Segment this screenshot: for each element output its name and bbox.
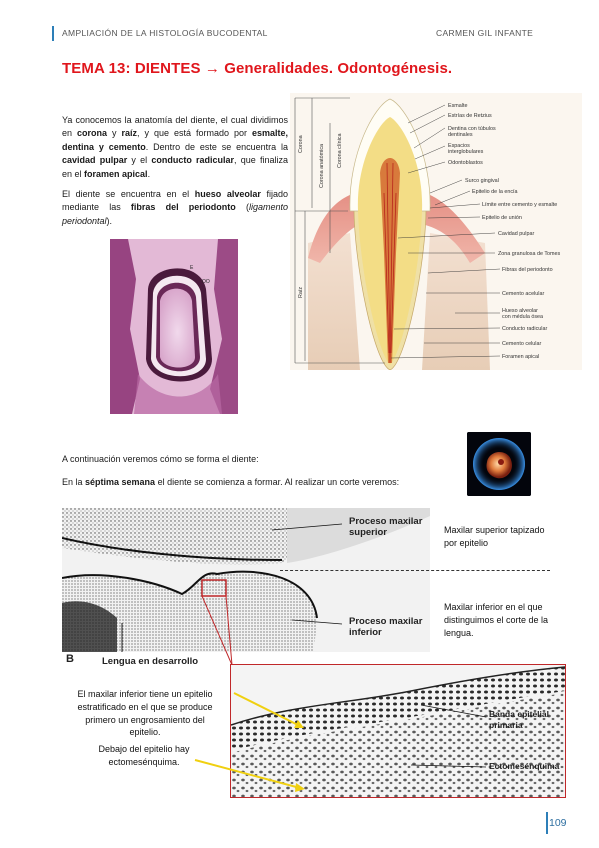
- header-author: CARMEN GIL INFANTE: [436, 28, 534, 38]
- figure-letter-b: B: [66, 653, 74, 665]
- tooth-left-label-corona-anatomica: Corona anatómica: [319, 144, 325, 188]
- tooth-left-label-corona-clinica: Corona clínica: [337, 134, 343, 168]
- jaw-section-drawing: [62, 508, 430, 670]
- tooth-label-epitelio-union: Epitelio de unión: [482, 215, 522, 221]
- tooth-label-cemento-celular: Cemento celular: [502, 341, 541, 347]
- page-number: 109: [549, 817, 567, 829]
- tooth-leader-lines: [390, 104, 501, 359]
- tooth-right-labels: Esmalte Estrías de Retzius Dentina con t…: [448, 103, 561, 360]
- tooth-label-conducto-radicular: Conducto radicular: [502, 326, 547, 332]
- dimension-brackets: [294, 97, 385, 364]
- intro-paragraph-2: El diente se encuentra en el hueso alveo…: [62, 189, 288, 226]
- tooth-label-estrias: Estrías de Retzius: [448, 113, 492, 119]
- tooth-label-espacios: Espacios: [448, 143, 470, 149]
- tooth-label-esmalte: Esmalte: [448, 103, 467, 109]
- arrow-head-1-icon: [294, 720, 304, 728]
- tooth-anatomy-drawing: Corona Corona anatómica Corona clínica R…: [290, 93, 582, 370]
- tooth-label-limite-cemento-esmalte: Límite entre cemento y esmalte: [482, 202, 557, 208]
- histology-label-e: E: [190, 265, 194, 271]
- tooth-anatomy-diagram: Corona Corona anatómica Corona clínica R…: [290, 93, 582, 370]
- tooth-label-dentina: Dentina con túbulos: [448, 126, 496, 132]
- dashed-separator: [280, 570, 550, 571]
- tooth-germ-histology-image: E OO: [110, 239, 238, 414]
- intro-paragraph-1: Ya conocemos la anatomía del diente, el …: [62, 115, 288, 179]
- arrow-head-2-icon: [295, 783, 305, 792]
- tooth-label-medula-osea: con médula ósea: [502, 314, 543, 320]
- label-developing-tongue: Lengua en desarrollo: [102, 656, 199, 667]
- page-number-accent-bar: [546, 812, 548, 834]
- epithelium-zoom-drawing: [231, 665, 565, 797]
- seventh-week-text: En la séptima semana el diente se comien…: [62, 477, 400, 487]
- tooth-label-cemento-acelular: Cemento acelular: [502, 291, 544, 297]
- label-ectomesenchyme: Ectomesénquima: [489, 761, 560, 771]
- histology-label-oo: OO: [202, 279, 210, 285]
- tooth-label-cavidad-pulpar: Cavidad pulpar: [498, 231, 534, 237]
- tooth-left-label-raiz: Raíz: [298, 287, 304, 298]
- tooth-label-interglobulares: interglobulares: [448, 149, 484, 155]
- tooth-label-odontoblastos: Odontoblastos: [448, 160, 483, 166]
- section-intro-text: A continuación veremos cómo se forma el …: [62, 454, 259, 464]
- embryo-photo: [467, 432, 531, 496]
- embryo-drawing: [467, 432, 531, 496]
- page-title: TEMA 13: DIENTES → Generalidades. Odonto…: [62, 60, 453, 77]
- tooth-label-foramen-apical: Foramen apical: [502, 354, 539, 360]
- header-accent-bar: [52, 26, 54, 41]
- tooth-label-epitelio-encia: Epitelio de la encía: [472, 189, 518, 195]
- tooth-label-fibras-periodonto: Fibras del periodonto: [502, 267, 553, 273]
- tooth-label-dentinales: dentinales: [448, 132, 473, 138]
- tooth-label-hueso-alveolar: Hueso alveolar: [502, 308, 538, 314]
- tooth-left-label-corona: Corona: [298, 135, 304, 153]
- tooth-label-surco-gingival: Surco gingival: [465, 178, 499, 184]
- header-course-title: AMPLIACIÓN DE LA HISTOLOGÍA BUCODENTAL: [62, 28, 268, 38]
- histology-drawing: E OO: [110, 239, 238, 414]
- tooth-left-labels: Corona Corona anatómica Corona clínica R…: [298, 134, 343, 298]
- tooth-label-zona-tomes: Zona granulosa de Tomes: [498, 251, 561, 257]
